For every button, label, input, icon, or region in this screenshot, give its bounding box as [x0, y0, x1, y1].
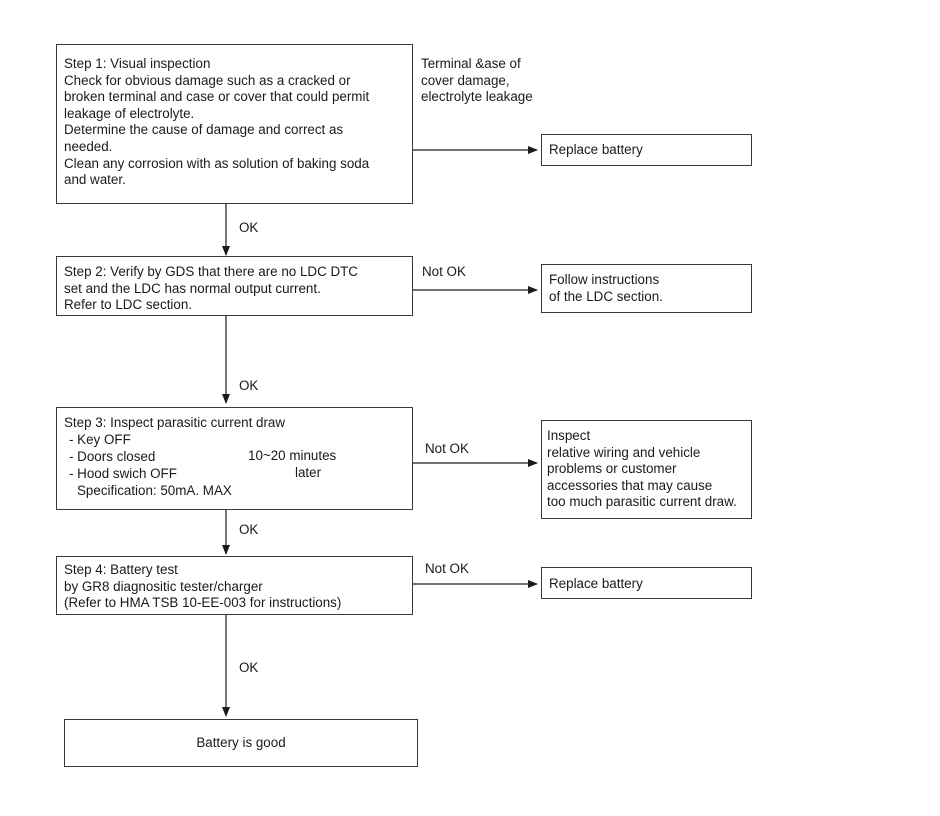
step1-line: broken terminal and case or cover that c… [64, 89, 370, 105]
step2-result-box: Follow instructions of the LDC section. [541, 264, 752, 313]
step2-result-line: Follow instructions [549, 272, 660, 287]
step4-ok-label: OK [239, 660, 259, 675]
step3-condition: - Key OFF [69, 432, 131, 447]
step1-box: Step 1: Visual inspection Check for obvi… [56, 44, 413, 204]
step1-result-box: Replace battery [541, 134, 752, 166]
step1-line: Step 1: Visual inspection [64, 56, 211, 71]
step1-line: Determine the cause of damage and correc… [64, 122, 344, 138]
step4-line: Step 4: Battery test [64, 562, 178, 577]
step4-notok-label: Not OK [425, 561, 469, 576]
step1-side-label: Terminal &ase of cover damage, electroly… [421, 56, 533, 105]
step4-result-label: Replace battery [549, 576, 643, 591]
step2-line: Refer to LDC section. [64, 297, 193, 313]
step3-timing: later [295, 465, 322, 480]
step4-line: by GR8 diagnositic tester/charger [64, 578, 263, 594]
step2-result-line: of the LDC section. [549, 288, 663, 304]
step2-line: Step 2: Verify by GDS that there are no … [64, 264, 358, 279]
step1-line: and water. [64, 172, 126, 188]
step2-line: set and the LDC has normal output curren… [64, 280, 321, 296]
step4-result-box: Replace battery [541, 567, 752, 599]
step4-line: (Refer to HMA TSB 10-EE-003 for instruct… [64, 595, 342, 611]
step1-line: Check for obvious damage such as a crack… [64, 72, 351, 88]
step2-box: Step 2: Verify by GDS that there are no … [56, 256, 413, 316]
step1-line: leakage of electrolyte. [64, 105, 195, 121]
step3-result-line: Inspect [547, 428, 591, 443]
step3-result-line: relative wiring and vehicle [547, 444, 701, 460]
step3-result-line: problems or customer [547, 461, 677, 477]
step2-notok-label: Not OK [422, 264, 466, 279]
step1-line: Clean any corrosion with as solution of … [64, 155, 370, 171]
step4-box: Step 4: Battery test by GR8 diagnositic … [56, 556, 413, 615]
step3-result-line: too much parasitic current draw. [547, 494, 737, 510]
step3-ok-label: OK [239, 522, 259, 537]
step1-result-label: Replace battery [549, 142, 643, 157]
step3-timing: 10~20 minutes [248, 448, 337, 463]
step3-condition: - Hood swich OFF [69, 466, 177, 481]
step3-condition: - Doors closed [69, 449, 156, 464]
step3-title: Step 3: Inspect parasitic current draw [64, 415, 286, 430]
step2-ok-label: OK [239, 378, 259, 393]
step3-box: Step 3: Inspect parasitic current draw -… [56, 407, 413, 510]
final-box: Battery is good [64, 719, 418, 767]
final-label: Battery is good [196, 734, 286, 750]
step3-result-line: accessories that may cause [547, 477, 713, 493]
step3-notok-label: Not OK [425, 441, 469, 456]
step3-result-box: Inspect relative wiring and vehicle prob… [541, 420, 752, 519]
step3-spec: Specification: 50mA. MAX [77, 483, 232, 498]
step1-line: needed. [64, 138, 113, 154]
step1-ok-label: OK [239, 220, 259, 235]
